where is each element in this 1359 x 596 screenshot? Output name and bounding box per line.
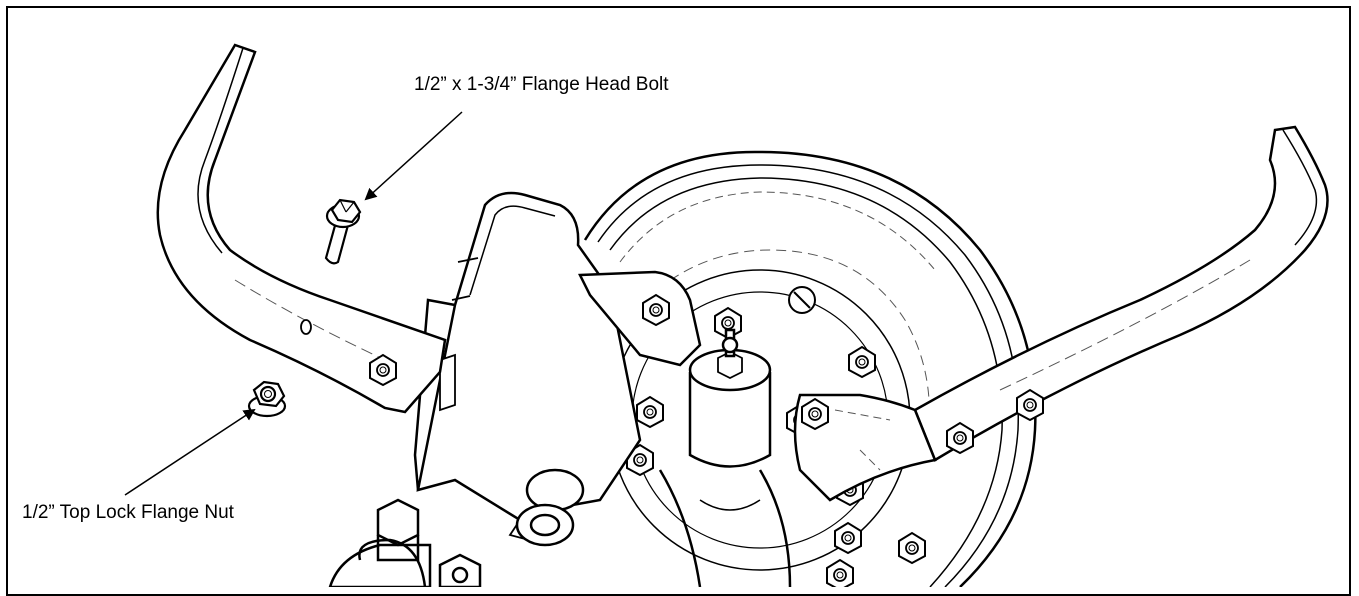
left-arm — [156, 43, 447, 414]
upper-left-arm — [578, 270, 702, 367]
bolt-callout-label: 1/2” x 1-3/4” Flange Head Bolt — [414, 74, 669, 95]
hub-bolts — [626, 286, 926, 587]
nut-callout-label: 1/2” Top Lock Flange Nut — [22, 502, 234, 523]
top-lock-flange-nut — [247, 380, 287, 418]
nut-leader-line — [124, 408, 256, 496]
gauge-wheel — [583, 150, 1037, 587]
right-arm — [793, 125, 1329, 502]
lower-left-assembly — [328, 498, 482, 587]
center-hub — [658, 328, 792, 587]
bolt-leader-line — [364, 111, 463, 201]
flange-head-bolt — [324, 198, 362, 265]
mounting-bracket — [413, 191, 642, 547]
